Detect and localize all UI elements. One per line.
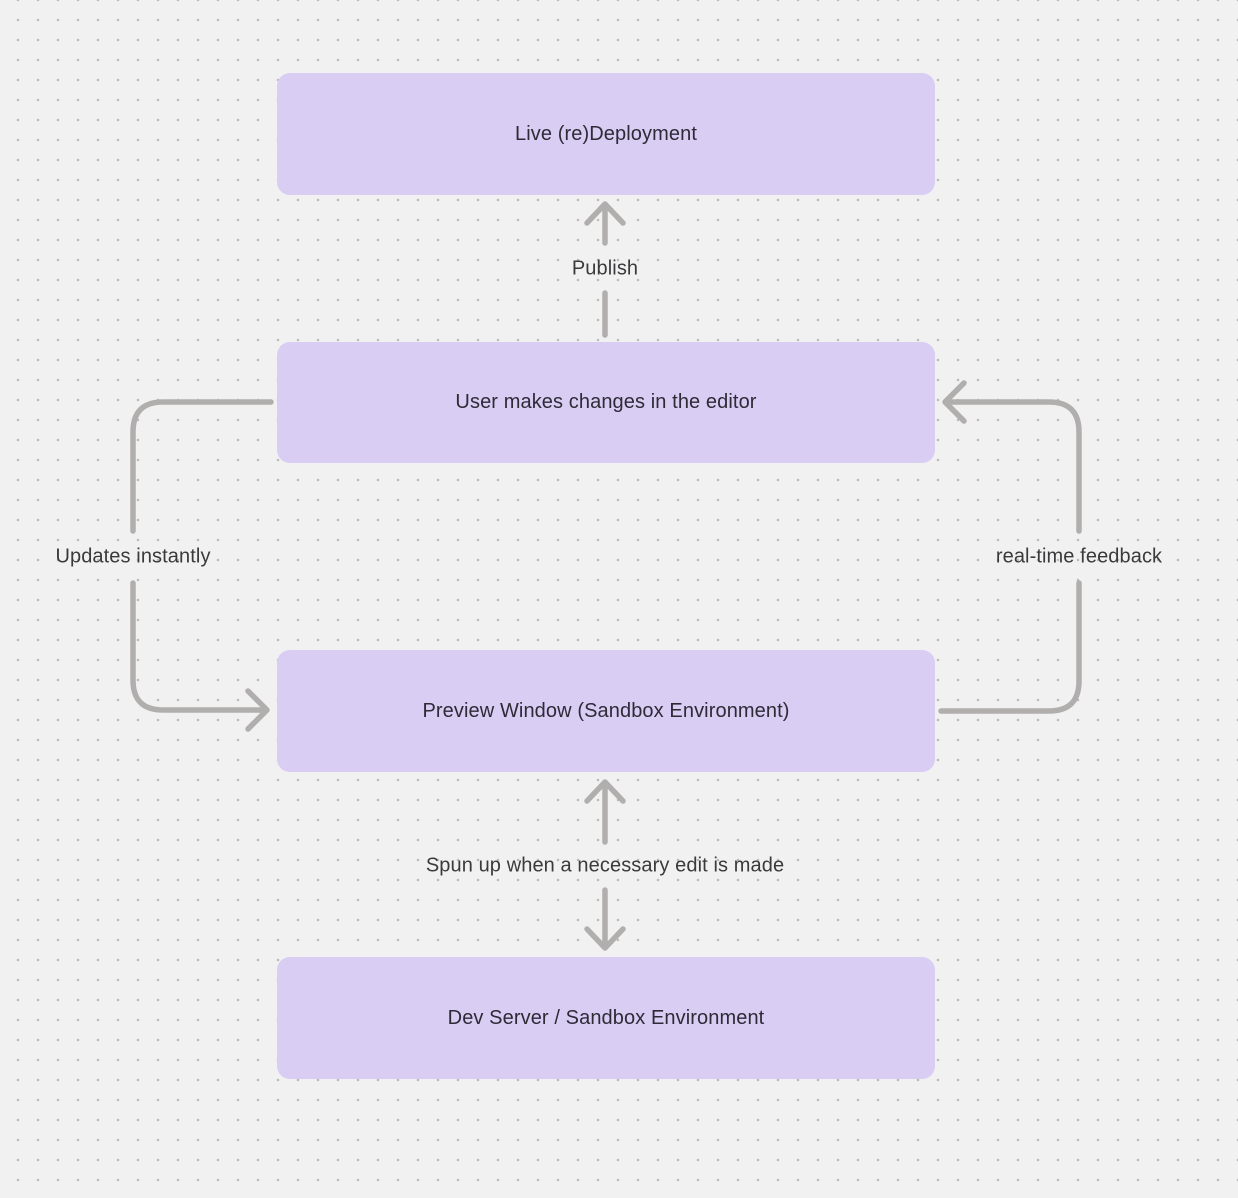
node-preview-window: Preview Window (Sandbox Environment) — [277, 650, 935, 772]
edge-feedback-lower-path — [938, 580, 1082, 714]
node-live-redeployment: Live (re)Deployment — [277, 73, 935, 195]
arrow-up-icon — [584, 201, 626, 226]
node-dev-server: Dev Server / Sandbox Environment — [277, 957, 935, 1079]
edge-label-spun-up: Spun up when a necessary edit is made — [425, 854, 785, 877]
arrow-left-icon — [942, 380, 967, 424]
edge-updates-lower-path — [130, 580, 267, 713]
node-label: Live (re)Deployment — [515, 122, 697, 145]
edge-label-publish: Publish — [571, 257, 639, 280]
node-label: Dev Server / Sandbox Environment — [447, 1006, 765, 1029]
arrow-up-icon — [584, 779, 626, 804]
arrow-down-icon — [584, 887, 626, 951]
node-label: User makes changes in the editor — [455, 391, 757, 413]
edge-updates-upper-path — [130, 399, 274, 534]
node-label: Preview Window (Sandbox Environment) — [422, 699, 790, 722]
arrow-right-icon — [245, 688, 270, 732]
node-user-editor: User makes changes in the editor — [277, 342, 935, 463]
edge-label-updates-instantly: Updates instantly — [55, 545, 211, 568]
edge-label-real-time-feedback: real-time feedback — [995, 545, 1163, 568]
edge-feedback-upper-path — [945, 399, 1082, 534]
